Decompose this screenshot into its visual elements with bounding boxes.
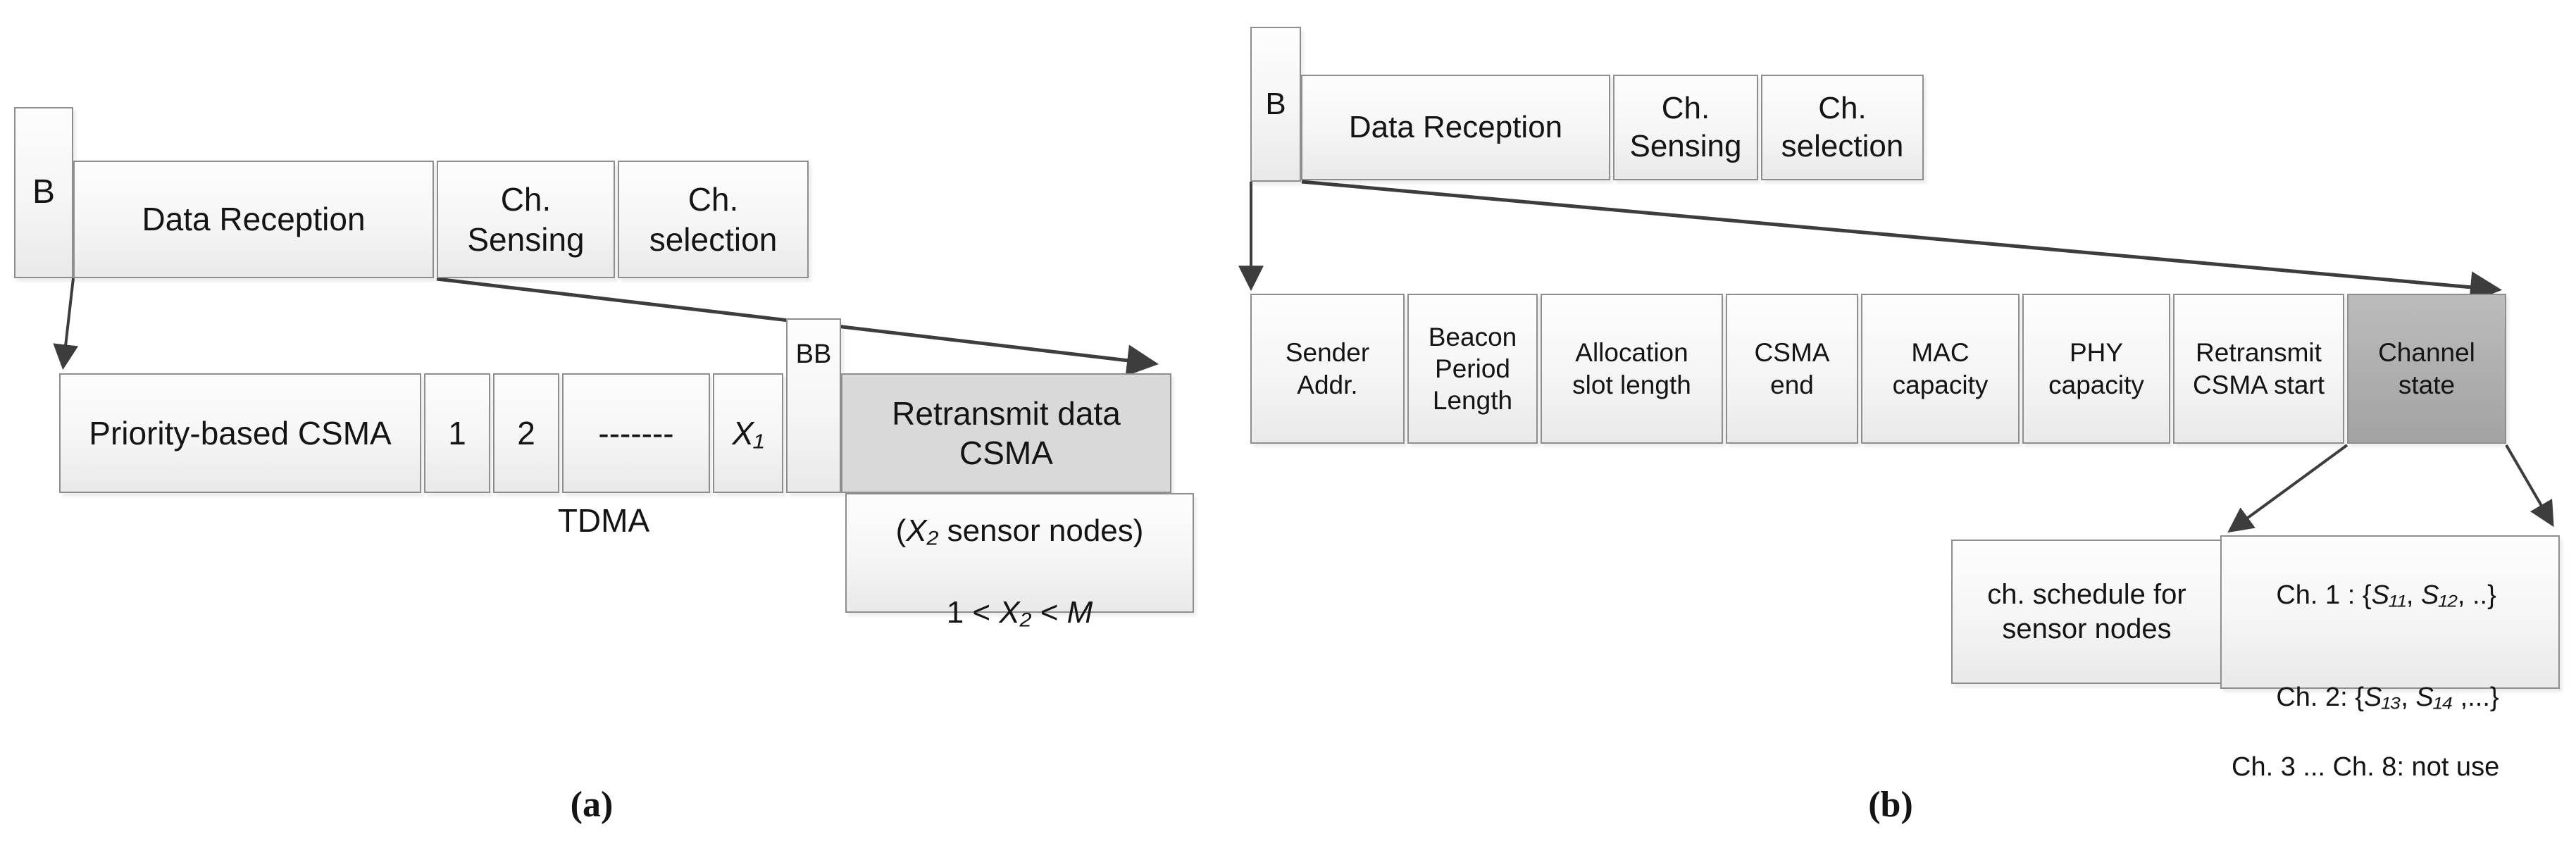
a-x2-line1-x2: X₂ xyxy=(906,513,939,549)
b-channel-list-line2: Ch. 2: {S₁₃, S₁₄ ,...} xyxy=(2232,649,2499,747)
arrow-a-beacon-to-row2 xyxy=(53,278,79,370)
b-cell-ch-selection: Ch. selection xyxy=(1761,75,1924,180)
b-channel-list-box: Ch. 1 : {S₁₁, S₁₂, ..} Ch. 2: {S₁₃, S₁₄ … xyxy=(2220,535,2560,782)
a-x2-line2-m: M xyxy=(1066,594,1093,630)
a-cell-ch-selection: Ch. selection xyxy=(618,161,809,278)
figure-label-a: (a) xyxy=(570,785,614,825)
a-tdma-label: TDMA xyxy=(557,502,650,539)
a-cell-slot-x1: X₁ xyxy=(713,373,783,493)
b-ch2-s14: S₁₄ xyxy=(2415,683,2453,713)
b-beacon-box: B xyxy=(1250,27,1301,182)
a-cell-data-reception: Data Reception xyxy=(73,161,434,278)
b-ch1-prefix: Ch. 1 : { xyxy=(2276,580,2372,611)
a-x2-line2: 1 < X₂ < M xyxy=(947,556,1093,631)
b-ch1-s12: S₁₂ xyxy=(2421,580,2458,611)
a-x2-line1-open: ( xyxy=(895,513,907,549)
b-ch2-s13: S₁₃ xyxy=(2364,683,2401,713)
a-cell-slot-1: 1 xyxy=(424,373,490,493)
b-channel-list-line1: Ch. 1 : {S₁₁, S₁₂, ..} xyxy=(2232,547,2496,644)
b-channel-list-line3: Ch. 3 ... Ch. 8: not use xyxy=(2232,752,2500,783)
arrow-b-toprow-to-channel-state xyxy=(1301,180,2502,304)
b-bottom-row: Sender Addr. Beacon Period Length Alloca… xyxy=(1250,294,2506,444)
b-ch1-separator: , xyxy=(2406,580,2422,611)
b-cell-channel-state: Channel state xyxy=(2347,294,2506,444)
b-cell-ch-sensing: Ch. Sensing xyxy=(1613,75,1758,180)
arrow-b-channel-to-list-right xyxy=(2505,444,2554,528)
figure-label-b: (b) xyxy=(1868,785,1913,825)
a-cell-priority-csma: Priority-based CSMA xyxy=(59,373,421,493)
a-top-row: Data Reception Ch. Sensing Ch. selection xyxy=(73,161,809,278)
a-x2-line1-rest: sensor nodes) xyxy=(938,513,1144,549)
a-cell-slot-ellipsis: ------- xyxy=(562,373,710,493)
a-bb-box: BB xyxy=(786,318,841,493)
b-cell-retransmit-csma-start: Retransmit CSMA start xyxy=(2173,294,2344,444)
a-x2-line2-x2: X₂ xyxy=(999,594,1032,630)
a-cell-slot-2: 2 xyxy=(493,373,559,493)
b-ch1-s11: S₁₁ xyxy=(2371,580,2406,611)
b-ch2-suffix: ,...} xyxy=(2453,683,2499,713)
b-ch1-suffix: , ..} xyxy=(2457,580,2496,611)
b-cell-mac-capacity: MAC capacity xyxy=(1861,294,2020,444)
b-ch2-prefix: Ch. 2: { xyxy=(2276,683,2364,713)
a-bottom-row: Priority-based CSMA 1 2 ------- X₁ xyxy=(59,373,783,493)
b-cell-allocation-slot-length: Allocation slot length xyxy=(1541,294,1723,444)
a-x2-annotation-box: (X₂ sensor nodes) 1 < X₂ < M xyxy=(845,493,1194,630)
b-cell-beacon-period-length: Beacon Period Length xyxy=(1407,294,1538,444)
b-cell-csma-end: CSMA end xyxy=(1726,294,1858,444)
a-x2-line2-lt: < xyxy=(1031,594,1067,630)
a-retransmit-csma-box: Retransmit data CSMA xyxy=(841,373,1171,493)
b-cell-sender-addr: Sender Addr. xyxy=(1250,294,1405,444)
b-schedule-note-box: ch. schedule for sensor nodes xyxy=(1951,540,2222,684)
b-cell-phy-capacity: PHY capacity xyxy=(2022,294,2170,444)
b-cell-data-reception: Data Reception xyxy=(1301,75,1610,180)
arrow-b-channel-to-list-left xyxy=(2227,444,2348,533)
b-ch2-separator: , xyxy=(2401,683,2416,713)
a-beacon-box: B xyxy=(14,107,73,278)
a-x2-line1: (X₂ sensor nodes) xyxy=(896,475,1144,550)
a-x2-line2-one-lt: 1 < xyxy=(946,594,1000,630)
a-cell-ch-sensing: Ch. Sensing xyxy=(437,161,615,278)
b-top-row: Data Reception Ch. Sensing Ch. selection xyxy=(1301,75,1924,180)
